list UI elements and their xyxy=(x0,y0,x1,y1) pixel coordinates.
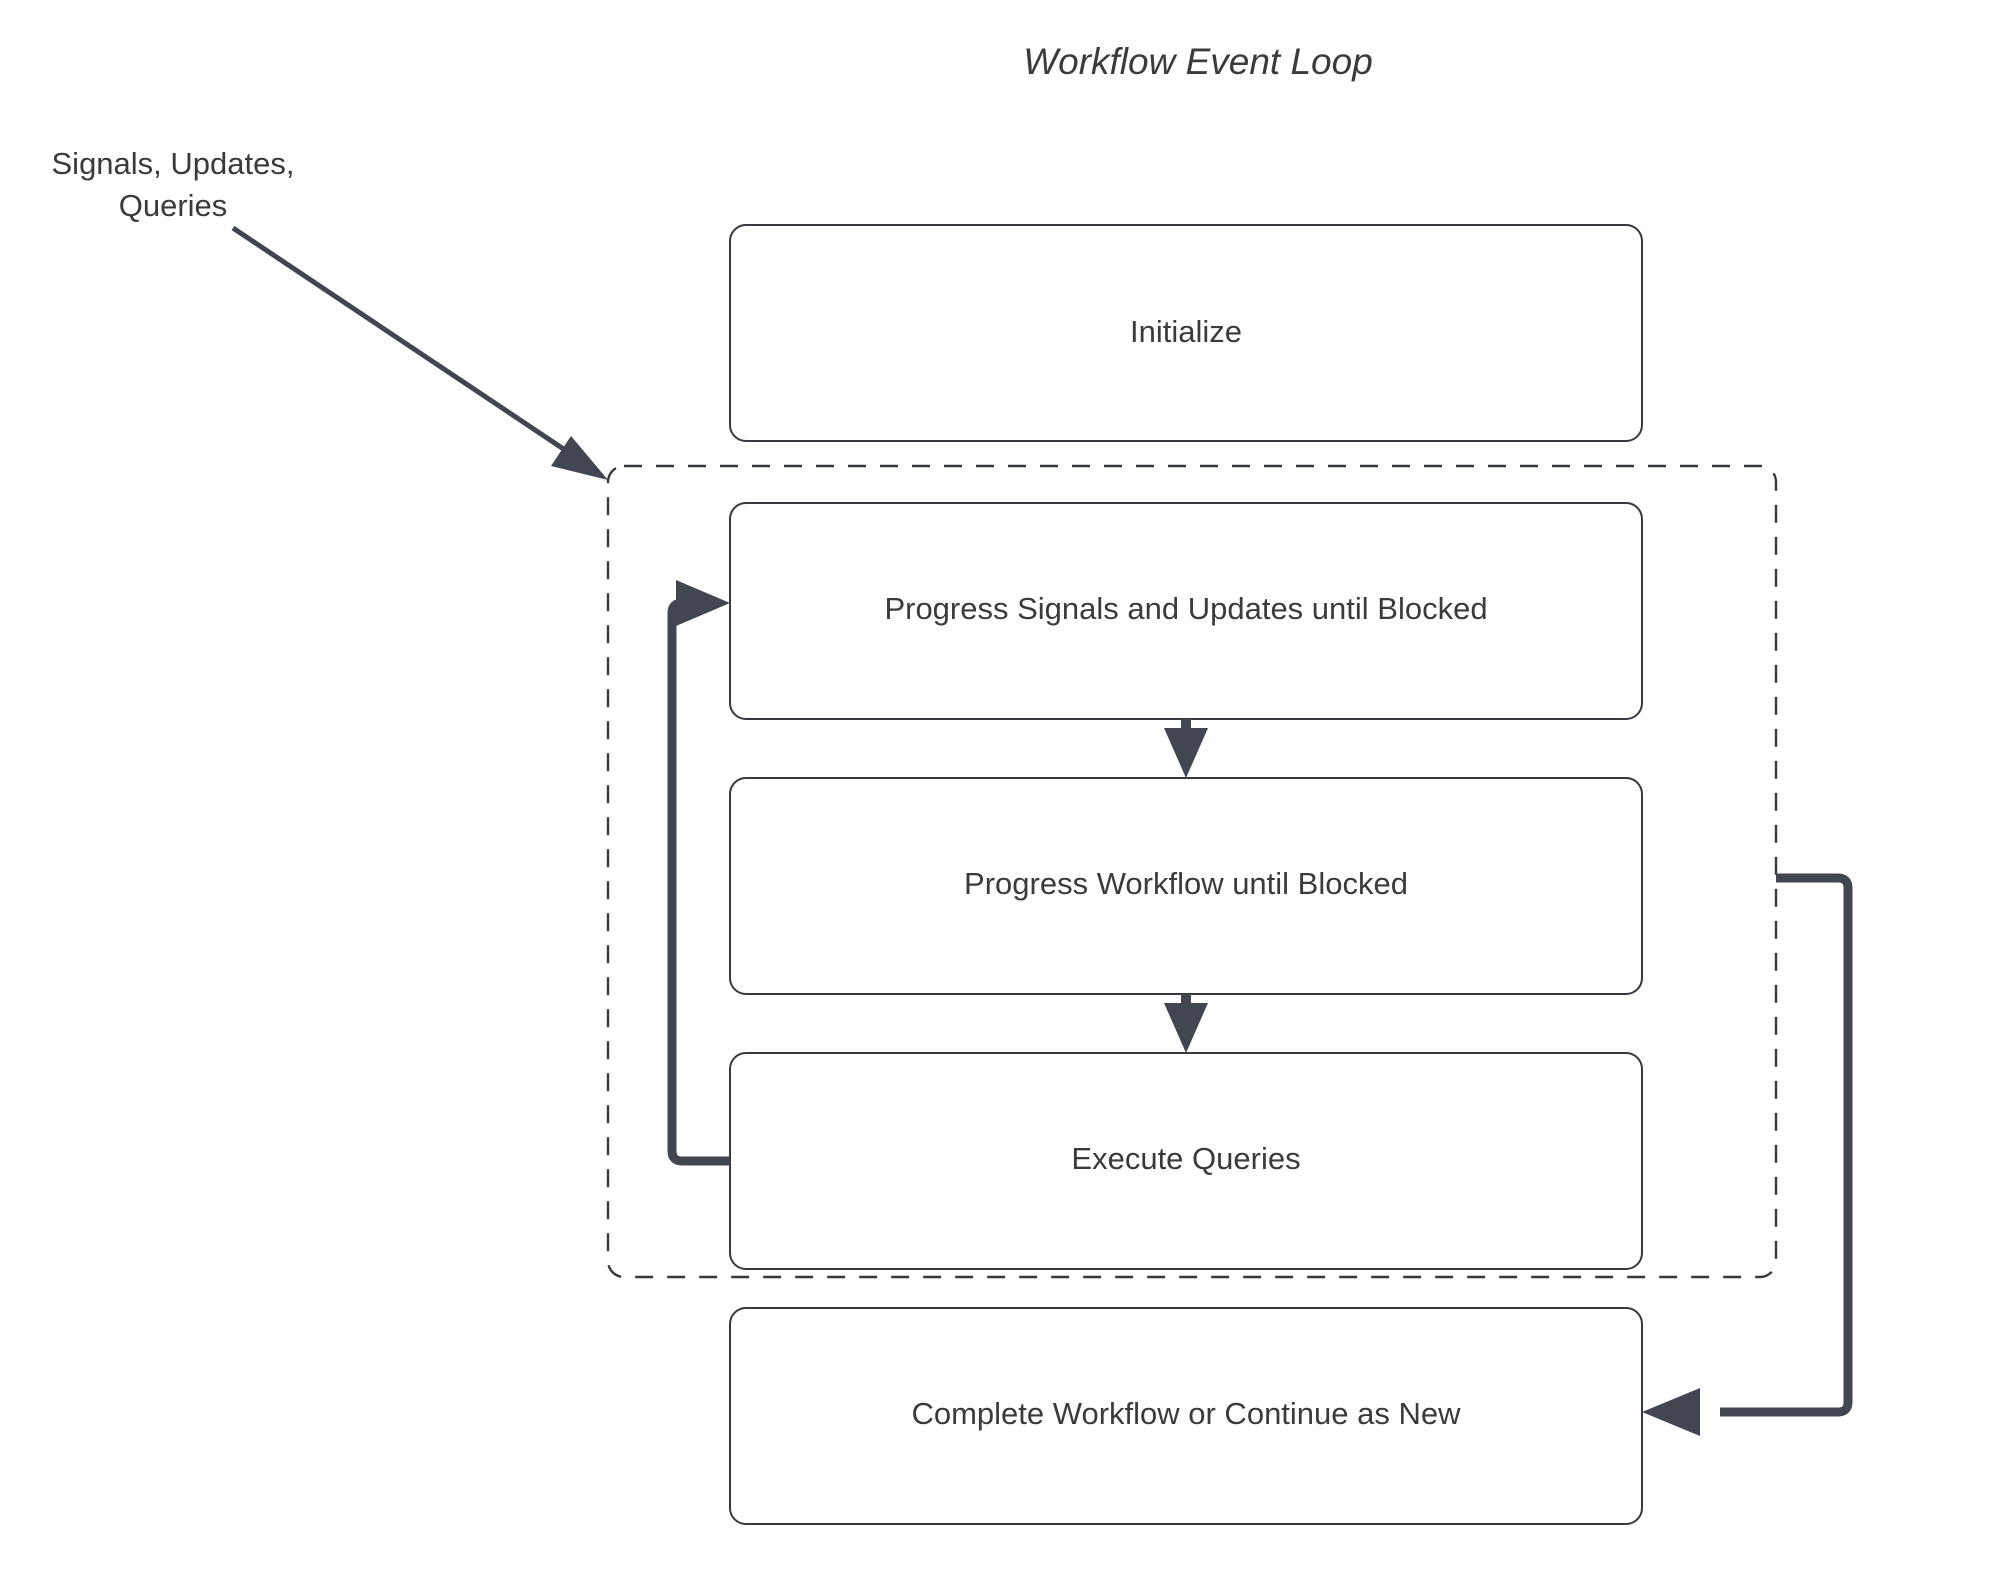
external-input-label-line1: Signals, Updates, xyxy=(52,146,295,181)
node-progress-workflow[interactable]: Progress Workflow until Blocked xyxy=(729,777,1643,995)
node-initialize-label: Initialize xyxy=(1130,314,1242,349)
event-loop-group-container xyxy=(606,464,1778,1279)
node-initialize[interactable]: Initialize xyxy=(729,224,1643,442)
node-complete-workflow-box[interactable] xyxy=(729,1307,1643,1525)
node-initialize-box[interactable] xyxy=(729,224,1643,442)
node-execute-queries-label: Execute Queries xyxy=(1071,1141,1300,1176)
node-complete-workflow[interactable]: Complete Workflow or Continue as New xyxy=(729,1307,1643,1525)
edge-group-to-complete xyxy=(1642,873,1853,1436)
edge-signals-to-workflow xyxy=(1164,719,1208,778)
external-input-label-line2: Queries xyxy=(119,188,228,223)
node-progress-signals[interactable]: Progress Signals and Updates until Block… xyxy=(729,502,1643,720)
edge-loop-back xyxy=(667,580,730,1166)
external-input-arrow xyxy=(231,225,608,480)
node-execute-queries[interactable]: Execute Queries xyxy=(729,1052,1643,1270)
diagram-title: Workflow Event Loop xyxy=(1023,41,1373,82)
edge-workflow-to-queries xyxy=(1164,994,1208,1053)
node-progress-signals-label: Progress Signals and Updates until Block… xyxy=(884,591,1487,626)
node-complete-workflow-label: Complete Workflow or Continue as New xyxy=(911,1396,1461,1431)
node-progress-workflow-label: Progress Workflow until Blocked xyxy=(964,866,1408,901)
